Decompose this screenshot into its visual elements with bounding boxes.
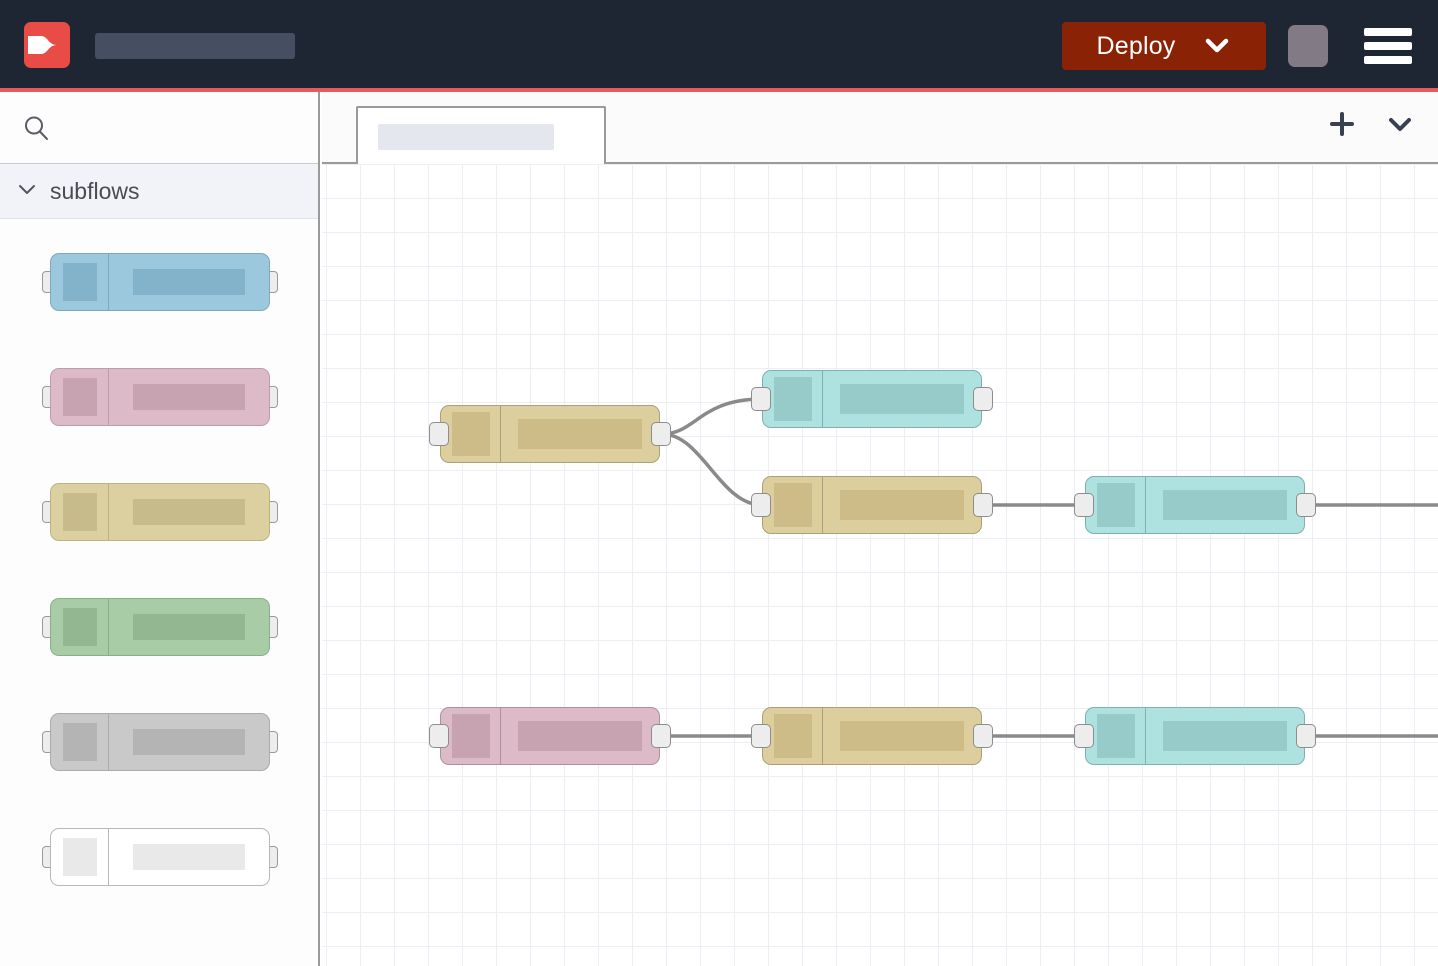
hamburger-bar xyxy=(1364,56,1412,64)
palette-node-icon xyxy=(51,254,109,310)
flow-node-tan-3[interactable] xyxy=(762,707,982,765)
palette-node-icon xyxy=(51,369,109,425)
flow-node-input-port[interactable] xyxy=(429,724,449,748)
flow-node-output-port[interactable] xyxy=(1296,724,1316,748)
palette-node-body[interactable] xyxy=(50,713,270,771)
flow-node-tan-1[interactable] xyxy=(440,405,660,463)
flow-node-input-port[interactable] xyxy=(751,387,771,411)
flow-node-icon xyxy=(763,477,823,533)
flow-node-output-port[interactable] xyxy=(973,724,993,748)
flow-node-cyan-1[interactable] xyxy=(762,370,982,428)
palette-node-label xyxy=(109,484,269,540)
link-n1-n2[interactable] xyxy=(660,397,764,436)
flow-node-icon xyxy=(1086,477,1146,533)
deploy-button[interactable]: Deploy xyxy=(1062,22,1266,70)
app-title-placeholder xyxy=(95,33,295,59)
flow-node-label xyxy=(501,708,659,764)
flow-node-label xyxy=(501,406,659,462)
flow-node-label xyxy=(823,371,981,427)
flow-node-output-port[interactable] xyxy=(973,493,993,517)
user-menu-placeholder[interactable] xyxy=(1288,25,1328,67)
palette-node-body[interactable] xyxy=(50,828,270,886)
hamburger-menu-icon[interactable] xyxy=(1364,28,1412,64)
palette-node-blue[interactable] xyxy=(0,225,318,340)
flow-node-cyan-2[interactable] xyxy=(1085,476,1305,534)
palette-node-body[interactable] xyxy=(50,483,270,541)
palette-node-body[interactable] xyxy=(50,598,270,656)
chevron-down-icon xyxy=(16,182,38,201)
flow-node-output-port[interactable] xyxy=(651,422,671,446)
flow-node-input-port[interactable] xyxy=(1074,493,1094,517)
flow-tab-bar xyxy=(322,92,1438,166)
flow-node-output-port[interactable] xyxy=(973,387,993,411)
hamburger-bar xyxy=(1364,42,1412,50)
flow-node-label xyxy=(823,477,981,533)
flow-node-output-port[interactable] xyxy=(1296,493,1316,517)
palette-node-green[interactable] xyxy=(0,570,318,685)
flow-node-output-port[interactable] xyxy=(651,724,671,748)
flow-node-label xyxy=(823,708,981,764)
flow-node-pink-1[interactable] xyxy=(440,707,660,765)
nodered-logo-icon[interactable] xyxy=(24,22,70,68)
palette-node-tan[interactable] xyxy=(0,455,318,570)
palette-section-subflows[interactable]: subflows xyxy=(0,164,318,219)
flow-node-icon xyxy=(1086,708,1146,764)
palette-sidebar: subflows xyxy=(0,92,320,966)
flow-canvas[interactable] xyxy=(322,164,1438,966)
app-header: Deploy xyxy=(0,0,1438,92)
flow-node-label xyxy=(1146,477,1304,533)
flow-node-cyan-3[interactable] xyxy=(1085,707,1305,765)
palette-node-label xyxy=(109,254,269,310)
palette-search-input[interactable] xyxy=(64,112,294,144)
palette-node-icon xyxy=(51,599,109,655)
flow-node-tan-2[interactable] xyxy=(762,476,982,534)
tab-bar-actions xyxy=(1324,106,1418,142)
palette-node-white[interactable] xyxy=(0,800,318,915)
flow-node-icon xyxy=(763,708,823,764)
flow-tab-active[interactable] xyxy=(356,106,606,166)
flow-node-input-port[interactable] xyxy=(429,422,449,446)
flow-node-input-port[interactable] xyxy=(751,493,771,517)
palette-node-body[interactable] xyxy=(50,368,270,426)
workspace xyxy=(322,92,1438,966)
palette-node-body[interactable] xyxy=(50,253,270,311)
flow-node-input-port[interactable] xyxy=(1074,724,1094,748)
palette-search-bar[interactable] xyxy=(0,92,318,164)
palette-node-list xyxy=(0,219,318,915)
flow-links-layer xyxy=(660,397,1438,738)
palette-section-label: subflows xyxy=(50,177,140,204)
palette-node-label xyxy=(109,829,269,885)
palette-node-label xyxy=(109,369,269,425)
flow-tab-label xyxy=(378,124,554,150)
palette-node-icon xyxy=(51,829,109,885)
chevron-down-icon[interactable] xyxy=(1382,106,1418,142)
palette-node-icon xyxy=(51,484,109,540)
flow-node-icon xyxy=(763,371,823,427)
palette-node-pink[interactable] xyxy=(0,340,318,455)
flow-node-icon xyxy=(441,406,501,462)
plus-icon[interactable] xyxy=(1324,106,1360,142)
header-accent-line xyxy=(0,88,1438,92)
flow-node-input-port[interactable] xyxy=(751,724,771,748)
palette-node-grey[interactable] xyxy=(0,685,318,800)
chevron-down-icon xyxy=(1202,35,1232,58)
palette-node-label xyxy=(109,714,269,770)
search-icon[interactable] xyxy=(22,114,50,142)
deploy-button-label: Deploy xyxy=(1096,31,1176,60)
hamburger-bar xyxy=(1364,28,1412,36)
link-n1-n3[interactable] xyxy=(660,432,764,507)
flow-node-label xyxy=(1146,708,1304,764)
flow-node-icon xyxy=(441,708,501,764)
palette-node-icon xyxy=(51,714,109,770)
palette-node-label xyxy=(109,599,269,655)
